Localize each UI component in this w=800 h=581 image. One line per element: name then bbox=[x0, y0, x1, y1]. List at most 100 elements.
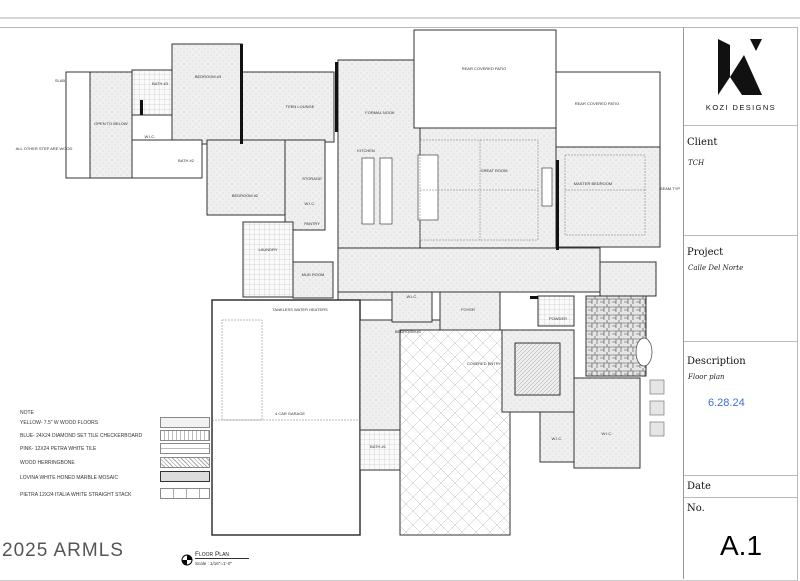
great-room-table bbox=[417, 154, 439, 221]
legend-swatch-brick bbox=[160, 443, 210, 454]
plan-scale: Scale : 1/16"=1'-0" bbox=[195, 561, 232, 566]
label-water-heaters: TANKLESS WATER HEATERS bbox=[272, 307, 328, 312]
decor-tile bbox=[649, 400, 665, 416]
logo-text: KOZI DESIGNS bbox=[705, 103, 777, 112]
label-master-wic: W.I.C. bbox=[602, 431, 613, 436]
room-master-bedroom bbox=[555, 146, 661, 248]
room-covered-entry bbox=[399, 329, 511, 536]
legend-item-label: Lovina white honed marble mosaic bbox=[20, 475, 119, 481]
label-wic-d: W.I.C. bbox=[552, 436, 563, 441]
label-storage: STORAGE bbox=[302, 176, 322, 181]
room-storage-wic bbox=[284, 139, 326, 231]
sheet-number: A.1 bbox=[719, 530, 763, 561]
plan-title: Floor Plan bbox=[195, 551, 250, 559]
label-laundry: LAUNDRY bbox=[258, 247, 277, 252]
label-wic-b: W.I.C. bbox=[305, 201, 316, 206]
legend-item-label: Pink- 12x24 Petra white tile bbox=[20, 446, 97, 452]
room-bedroom3 bbox=[171, 43, 243, 145]
client-label: Client bbox=[687, 137, 718, 148]
label-bedroom2: BEDROOM #2 bbox=[232, 193, 259, 198]
label-covered-entry: COVERED ENTRY bbox=[467, 361, 502, 366]
date-label: Date bbox=[687, 481, 711, 492]
wall bbox=[140, 100, 143, 115]
description-value: Floor plan bbox=[688, 373, 725, 381]
page-top-rule bbox=[0, 17, 800, 19]
label-slab: SLAB bbox=[55, 78, 66, 83]
label-step-note: ALL OTHER STEP ARE WOOD bbox=[16, 146, 73, 151]
legend-swatch-grid bbox=[160, 430, 210, 441]
room-teen-lounge bbox=[241, 71, 335, 143]
description-cell: Description Floor plan 6.28.24 bbox=[684, 342, 798, 476]
legend-swatch-stack bbox=[160, 488, 210, 499]
label-bath2: BATH #2 bbox=[178, 158, 195, 163]
legend-swatch-stone bbox=[160, 471, 210, 482]
label-great-room: GREAT ROOM bbox=[481, 168, 508, 173]
room-laundry bbox=[242, 221, 294, 298]
herringbone-inset bbox=[514, 342, 561, 396]
label-bath3: BATH #3 bbox=[152, 81, 169, 86]
legend-item-label: Yellow- 7.5" w wood floors bbox=[20, 420, 99, 426]
legend-item-label: Pietra 12x24 Italia white straight stack bbox=[20, 492, 132, 498]
description-label: Description bbox=[687, 356, 746, 367]
room-master-wic bbox=[573, 377, 641, 469]
label-powder: POWDER bbox=[549, 316, 567, 321]
beam-outline bbox=[564, 154, 646, 236]
label-bath1: BATH #1 bbox=[370, 444, 387, 449]
room-mud-room bbox=[292, 261, 334, 299]
room-powder bbox=[537, 295, 575, 327]
room-master-bath-mosaic bbox=[585, 295, 647, 377]
room-wic-d bbox=[539, 411, 575, 463]
room-bath3 bbox=[131, 69, 173, 116]
patio-1 bbox=[413, 29, 557, 129]
room-open-to-below bbox=[89, 71, 133, 179]
decor-tile bbox=[649, 379, 665, 395]
label-rear-patio-2: REAR COVERED PATIO bbox=[575, 101, 620, 106]
label-beam-typ: BEAM TYP bbox=[660, 186, 680, 191]
description-date: 6.28.24 bbox=[708, 397, 745, 409]
label-teen-lounge: TEEN LOUNGE bbox=[286, 104, 315, 109]
room-bedroom2 bbox=[206, 139, 286, 216]
watermark: 2025 ARMLS bbox=[2, 540, 124, 561]
kitchen-island bbox=[361, 157, 375, 225]
date-cell: Date bbox=[684, 476, 798, 498]
room-tub bbox=[599, 261, 657, 297]
label-rear-patio-1: REAR COVERED PATIO bbox=[462, 66, 507, 71]
logo-cell: KOZI DESIGNS bbox=[684, 27, 798, 126]
legend-item-label: Wood herringbone bbox=[20, 460, 75, 466]
patio-2 bbox=[555, 71, 661, 148]
label-garage: 4 CAR GARAGE bbox=[275, 411, 305, 416]
title-block: KOZI DESIGNS Client TCH Project Calle De… bbox=[683, 27, 798, 579]
stair-slab bbox=[65, 71, 91, 179]
label-wic-a: W.I.C. bbox=[145, 134, 156, 139]
project-label: Project bbox=[687, 247, 724, 258]
wall bbox=[240, 44, 243, 144]
hall bbox=[337, 247, 601, 293]
label-kitchen: KITCHEN bbox=[357, 148, 375, 153]
room-garage bbox=[211, 299, 361, 536]
north-arrow-icon bbox=[181, 554, 193, 566]
decor-tile bbox=[649, 421, 665, 437]
legend-swatch-herringbone bbox=[160, 457, 210, 468]
client-cell: Client TCH bbox=[684, 126, 798, 236]
wall bbox=[556, 160, 559, 250]
label-bedroom1: BEDROOM #1 bbox=[395, 329, 422, 334]
wall bbox=[530, 296, 538, 299]
room-wic-c bbox=[391, 291, 433, 323]
kozi-logo-icon bbox=[718, 39, 762, 95]
label-mud-room: MUD ROOM bbox=[302, 272, 325, 277]
label-bedroom3: BEDROOM #3 bbox=[195, 74, 222, 79]
client-value: TCH bbox=[688, 159, 705, 167]
project-cell: Project Calle Del Norte bbox=[684, 236, 798, 342]
wall bbox=[335, 62, 338, 132]
fireplace bbox=[541, 167, 553, 207]
plan-title-block: Floor Plan Scale : 1/16"=1'-0" bbox=[181, 551, 250, 571]
label-formal-nook: FORMAL NOOK bbox=[365, 110, 395, 115]
sheet-number-cell: No. A.1 bbox=[684, 498, 798, 579]
room-bath1 bbox=[359, 429, 401, 471]
legend-swatch-dots bbox=[160, 417, 210, 428]
label-wic-c: W.I.C. bbox=[407, 294, 418, 299]
project-value: Calle Del Norte bbox=[688, 264, 744, 272]
legend-item-label: Blue- 24x24 diamond set tile checkerboar… bbox=[20, 433, 143, 439]
no-label: No. bbox=[687, 503, 705, 514]
room-great-room bbox=[419, 127, 557, 249]
